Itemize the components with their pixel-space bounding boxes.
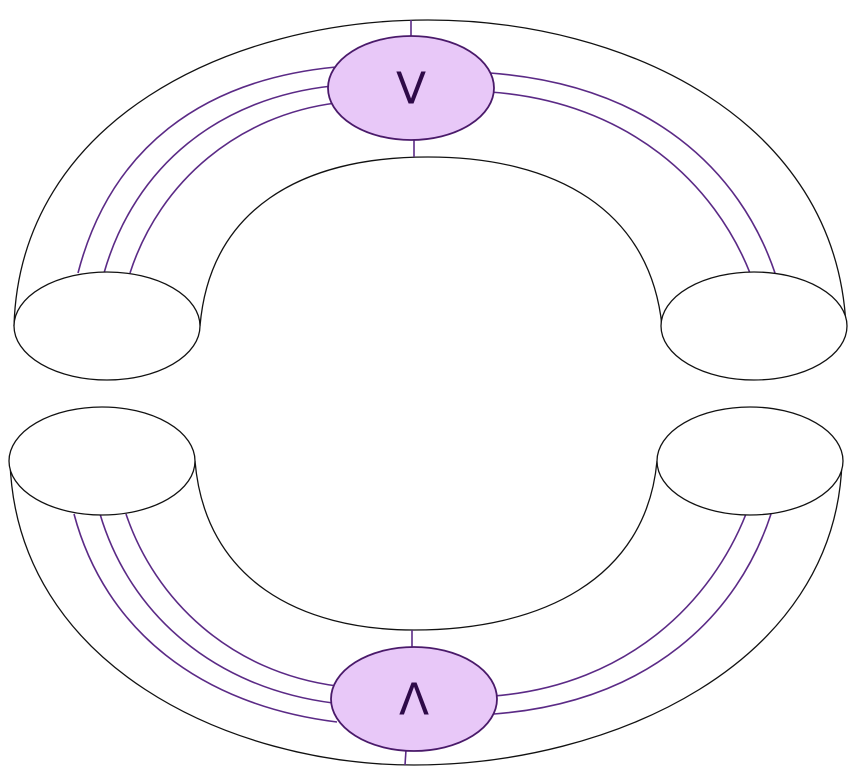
top-piece: V bbox=[13, 19, 848, 381]
top-strand-right-1 bbox=[489, 72, 776, 274]
bottom-right-boundary-circle bbox=[656, 406, 844, 516]
bottom-outer-cup bbox=[9, 460, 843, 766]
top-vertex bbox=[327, 35, 495, 141]
bottom-piece: Λ bbox=[8, 406, 844, 766]
bottom-strand-left-3 bbox=[125, 513, 338, 687]
top-inner-arch bbox=[199, 156, 663, 327]
bottom-strand-left-1 bbox=[73, 513, 338, 723]
top-strand-left-1 bbox=[77, 66, 337, 274]
top-strand-left-3 bbox=[129, 102, 337, 274]
top-left-boundary-circle bbox=[13, 271, 201, 381]
bottom-vertex bbox=[330, 646, 498, 752]
bottom-stub-down bbox=[404, 749, 407, 766]
top-strand-right-2 bbox=[489, 91, 751, 274]
bottom-strand-right-1 bbox=[493, 513, 772, 715]
bottom-vertex-label: Λ bbox=[399, 675, 429, 726]
top-right-boundary-circle bbox=[660, 271, 848, 381]
bottom-left-boundary-circle bbox=[8, 406, 196, 516]
bottom-strand-right-2 bbox=[493, 513, 747, 697]
bottom-inner-cup bbox=[194, 460, 658, 631]
top-vertex-label: V bbox=[396, 64, 426, 115]
bottom-strand-left-2 bbox=[99, 513, 334, 704]
top-strand-left-2 bbox=[103, 85, 333, 274]
top-outer-arch bbox=[13, 19, 847, 327]
